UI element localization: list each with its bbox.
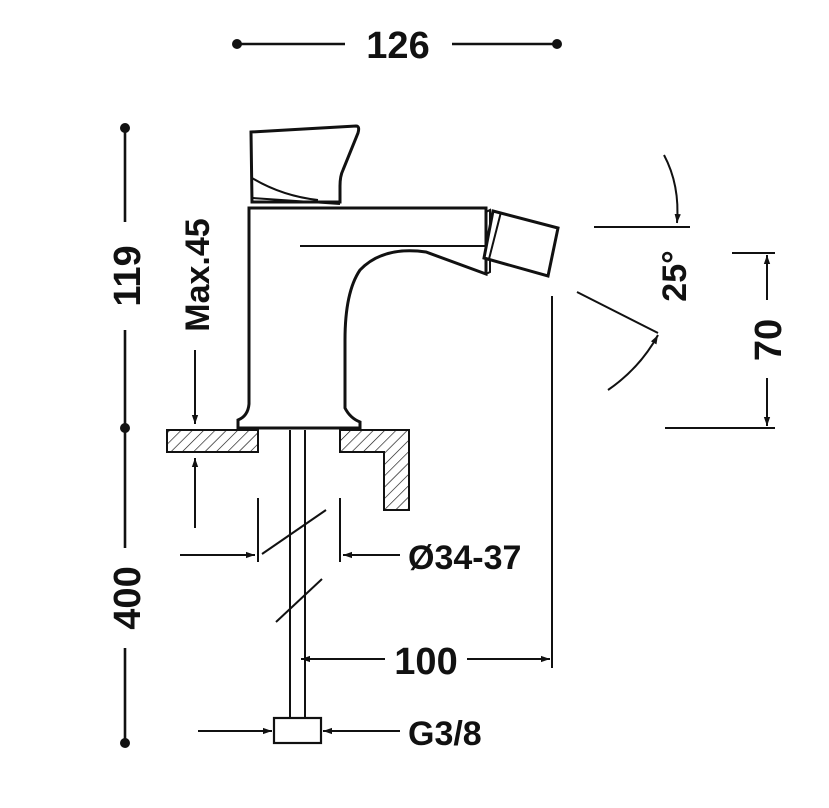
spout-reach-dimension: 100	[301, 296, 553, 683]
height-endpoint-bottom	[120, 738, 130, 748]
spray-nozzle	[482, 209, 560, 278]
countertop-right	[339, 429, 410, 511]
width-dimension-endpoint-right	[552, 39, 562, 49]
pipe-length-label: 400	[107, 566, 149, 629]
connection-label: G3/8	[408, 715, 482, 753]
spray-angle-dimension: 25°	[576, 154, 694, 391]
mixer-body	[236, 206, 491, 430]
mixer-handle	[249, 124, 361, 205]
pipe-break-upper	[261, 509, 327, 555]
supply-pipe	[261, 430, 327, 745]
width-dimension: 126	[232, 25, 562, 67]
width-dimension-label: 126	[366, 25, 429, 67]
deck-thickness-dimension: Max.45	[179, 218, 217, 528]
spout-height-label: 70	[748, 319, 790, 361]
height-dimension-chain: 119 400	[107, 123, 149, 748]
pipe-break-lower	[275, 578, 323, 623]
hole-diameter-dimension: Ø34-37	[180, 498, 521, 577]
spout-reach-label: 100	[394, 641, 457, 683]
connection-dimension: G3/8	[198, 715, 482, 753]
hole-diameter-label: Ø34-37	[408, 539, 521, 577]
pipe-connector	[272, 716, 323, 745]
handle-height-label: 119	[107, 245, 149, 306]
spray-angle-label: 25°	[656, 250, 694, 301]
deck-thickness-label: Max.45	[179, 218, 217, 331]
countertop-section	[166, 429, 410, 511]
countertop-left	[166, 429, 259, 453]
spout-height-dimension: 70	[665, 252, 790, 429]
